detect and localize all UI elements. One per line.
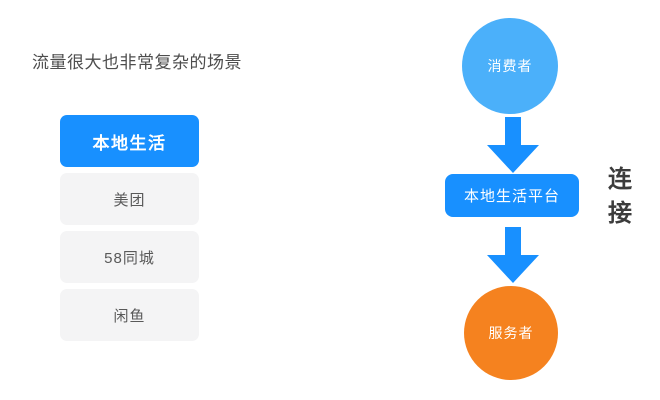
flow-node-consumer: 消费者 — [462, 18, 558, 114]
page-title: 流量很大也非常复杂的场景 — [32, 53, 242, 72]
category-item-label: 58同城 — [104, 249, 155, 267]
category-item-label: 本地生活 — [92, 133, 167, 153]
category-item-xianyu[interactable]: 闲鱼 — [60, 289, 199, 341]
category-item-meituan[interactable]: 美团 — [60, 173, 199, 225]
flow-node-label: 本地生活平台 — [463, 188, 560, 205]
down-arrow-icon — [487, 117, 539, 173]
category-item-label: 美团 — [113, 191, 146, 209]
connect-vertical-label: 连 接 — [605, 163, 635, 231]
flow-node-label: 消费者 — [487, 58, 533, 74]
connect-label-char-1: 连 — [608, 166, 632, 193]
category-stack: 本地生活 美团 58同城 闲鱼 — [60, 115, 199, 347]
category-item-58tongcheng[interactable]: 58同城 — [60, 231, 199, 283]
flow-node-platform: 本地生活平台 — [445, 174, 579, 217]
connect-label-char-2: 接 — [608, 200, 632, 227]
flow-node-label: 服务者 — [488, 325, 534, 341]
category-item-local-life[interactable]: 本地生活 — [60, 115, 199, 167]
category-item-label: 闲鱼 — [113, 307, 146, 325]
down-arrow-icon — [487, 227, 539, 283]
flow-node-provider: 服务者 — [464, 286, 558, 380]
